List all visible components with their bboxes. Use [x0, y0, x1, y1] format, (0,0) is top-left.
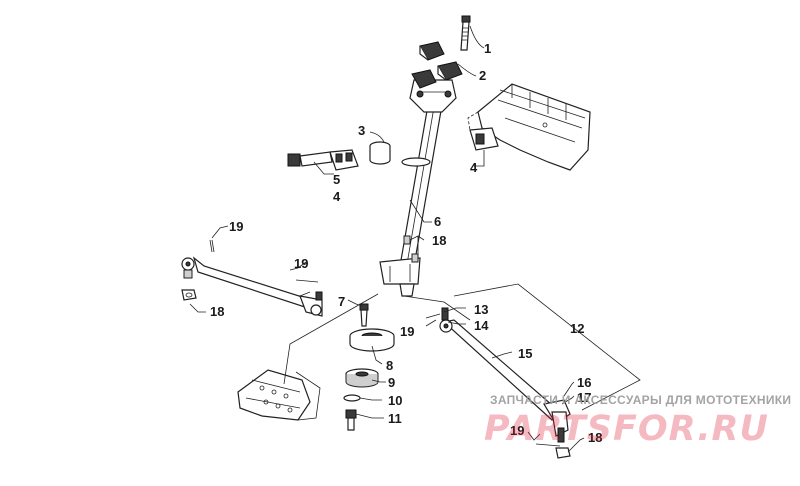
- callout-18-left: 18: [210, 304, 224, 319]
- callout-12: 12: [570, 321, 584, 336]
- nut-right: [555, 447, 571, 459]
- callout-4-right: 4: [470, 160, 478, 175]
- bushing-part-3: [369, 141, 391, 165]
- callout-5: 5: [333, 172, 340, 187]
- callout-16: 16: [577, 375, 591, 390]
- steering-column: [379, 79, 457, 297]
- callout-19-left-mid: 19: [294, 256, 308, 271]
- callout-7: 7: [338, 294, 345, 309]
- callout-18-bottom: 18: [588, 430, 602, 445]
- clamp-block-left: [287, 149, 359, 171]
- callout-15: 15: [518, 346, 532, 361]
- callout-19-bottom: 19: [510, 423, 524, 438]
- bearing-plate-part-8: [349, 328, 395, 352]
- screw-part-7: [359, 303, 369, 327]
- callout-13: 13: [474, 302, 488, 317]
- bearing-part-9: [345, 368, 379, 388]
- callout-3: 3: [358, 123, 365, 138]
- callout-19-right: 19: [400, 324, 414, 339]
- clamp-block-right: [469, 127, 499, 151]
- callout-14: 14: [474, 318, 489, 333]
- callout-19-left-top: 19: [229, 219, 243, 234]
- callout-1: 1: [484, 41, 491, 56]
- callout-6: 6: [434, 214, 441, 229]
- callout-18-column: 18: [432, 233, 446, 248]
- nut-left: [181, 289, 197, 301]
- bolt-part-11: [345, 409, 357, 431]
- bolt-part-1: [460, 15, 471, 51]
- callout-17: 17: [577, 390, 591, 405]
- callout-9: 9: [388, 375, 395, 390]
- watermark: ЗАПЧАСТИ И АКСЕССУАРЫ ДЛЯ МОТОТЕХНИКИ PA…: [484, 393, 791, 449]
- watermark-subtitle: ЗАПЧАСТИ И АКСЕССУАРЫ ДЛЯ МОТОТЕХНИКИ: [490, 393, 791, 407]
- frame-mount-bottom-left: [237, 369, 321, 421]
- washer-part-10: [343, 394, 361, 402]
- callout-2: 2: [479, 68, 486, 83]
- frame-bracket-top-right: [467, 83, 591, 171]
- callout-10: 10: [388, 393, 402, 408]
- left-tie-rod: [181, 239, 323, 317]
- callout-11: 11: [388, 411, 402, 426]
- callout-4-left: 4: [333, 189, 341, 204]
- upper-clamp-blocks: [411, 41, 463, 89]
- right-tie-rod: [425, 307, 571, 447]
- watermark-logo: PARTSFOR.RU: [484, 409, 769, 449]
- callout-8: 8: [386, 358, 393, 373]
